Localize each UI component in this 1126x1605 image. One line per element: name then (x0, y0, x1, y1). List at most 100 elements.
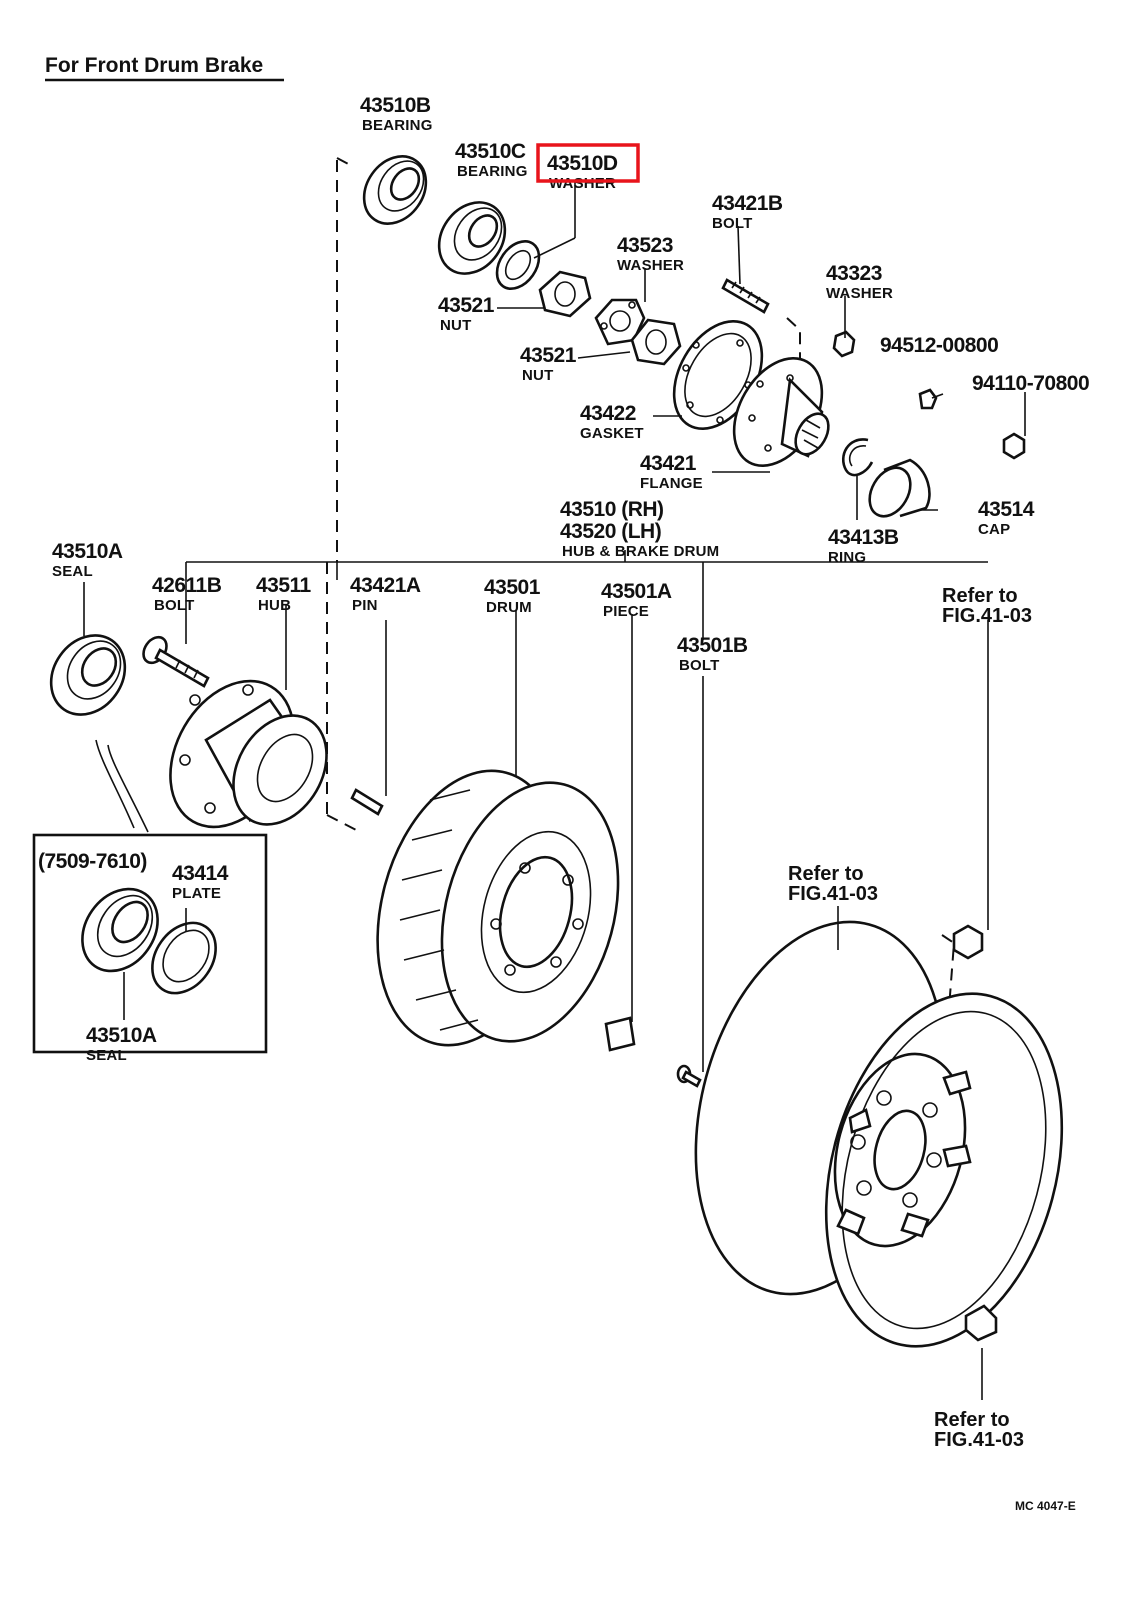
svg-text:43501B: 43501B (677, 634, 748, 657)
nut-94110-drawing (1002, 432, 1026, 460)
bearing-43510c-drawing (437, 201, 507, 275)
bolt-43421b-drawing (721, 278, 770, 314)
svg-text:FIG.41-03: FIG.41-03 (942, 605, 1032, 627)
hub-43511-drawing (169, 679, 328, 829)
callout-ref-fig-41-03-c[interactable]: Refer to FIG.41-03 (934, 1409, 1024, 1451)
axis-line (336, 157, 353, 167)
bolt-42611b-drawing (142, 635, 210, 688)
svg-text:43501A: 43501A (601, 580, 672, 603)
svg-text:43421A: 43421A (350, 574, 421, 597)
svg-text:(7509-7610): (7509-7610) (38, 850, 147, 873)
svg-text:PIECE: PIECE (603, 603, 649, 620)
svg-text:PLATE: PLATE (172, 885, 221, 902)
wheel-drawing (694, 920, 1064, 1348)
svg-text:43514: 43514 (978, 498, 1035, 521)
svg-text:BEARING: BEARING (362, 117, 433, 134)
svg-text:SEAL: SEAL (86, 1047, 127, 1064)
svg-text:GASKET: GASKET (580, 425, 644, 442)
seal-43510a-drawing (49, 634, 127, 716)
axis-line (786, 317, 801, 390)
callout-ref-fig-41-03-a[interactable]: Refer to FIG.41-03 (942, 585, 1032, 627)
svg-text:43521: 43521 (438, 294, 495, 317)
svg-text:NUT: NUT (440, 317, 471, 334)
svg-text:CAP: CAP (978, 521, 1010, 538)
valve-cap-drawing (964, 1304, 998, 1342)
callout-43510d[interactable]: 43510D WASHER (536, 143, 640, 192)
svg-text:94512-00800: 94512-00800 (880, 334, 998, 357)
callout-43422[interactable]: 43422 GASKET (580, 402, 644, 442)
callout-43521-lower[interactable]: 43521 NUT (520, 344, 577, 384)
svg-text:Refer to: Refer to (788, 863, 864, 885)
axis-line (941, 934, 956, 1101)
svg-text:43510 (RH): 43510 (RH) (560, 498, 664, 521)
pin-43421a-drawing (350, 788, 384, 816)
washer-43510d-drawing (495, 240, 541, 290)
callout-43510a[interactable]: 43510A SEAL (52, 540, 123, 580)
svg-text:WASHER: WASHER (617, 257, 684, 274)
callout-43413b[interactable]: 43413B RING (828, 526, 899, 566)
svg-text:43413B: 43413B (828, 526, 899, 549)
nut-43521-lower-drawing (630, 318, 682, 366)
piece-43501a-drawing (604, 1016, 636, 1052)
callout-43510b[interactable]: 43510B BEARING (360, 94, 433, 134)
svg-text:43422: 43422 (580, 402, 636, 425)
svg-text:43520 (LH): 43520 (LH) (560, 520, 661, 543)
callout-43421b[interactable]: 43421B BOLT (712, 192, 783, 232)
callout-43523[interactable]: 43523 WASHER (617, 234, 684, 274)
wheel-nut-drawing (952, 924, 984, 960)
axis-line (326, 814, 361, 833)
svg-text:HUB & BRAKE DRUM: HUB & BRAKE DRUM (562, 543, 719, 560)
washer-94512-drawing (918, 388, 938, 410)
diagram-code: MC 4047-E (1015, 1499, 1076, 1513)
cap-43514-drawing (868, 458, 931, 518)
callout-43510c[interactable]: 43510C BEARING (455, 140, 528, 180)
callout-94110-70800[interactable]: 94110-70800 (972, 372, 1090, 395)
svg-text:SEAL: SEAL (52, 563, 93, 580)
svg-text:Refer to: Refer to (934, 1409, 1010, 1431)
svg-text:PIN: PIN (352, 597, 378, 614)
callout-43421[interactable]: 43421 FLANGE (640, 452, 703, 492)
callout-assembly-43510[interactable]: 43510 (RH) 43520 (LH) HUB & BRAKE DRUM (560, 498, 719, 560)
callout-43414[interactable]: 43414 PLATE (172, 862, 229, 902)
callout-43514[interactable]: 43514 CAP (978, 498, 1035, 538)
callout-43521-upper[interactable]: 43521 NUT (438, 294, 495, 334)
svg-text:43421: 43421 (640, 452, 697, 475)
svg-text:42611B: 42611B (152, 574, 222, 597)
highlight-box (536, 143, 640, 183)
svg-text:BOLT: BOLT (154, 597, 195, 614)
bearing-43510b-drawing (362, 155, 428, 225)
svg-text:43511: 43511 (256, 574, 312, 597)
leader-lines (83, 180, 1026, 1400)
svg-text:94110-70800: 94110-70800 (972, 372, 1089, 395)
callout-43511[interactable]: 43511 HUB (256, 574, 312, 614)
svg-text:BOLT: BOLT (712, 215, 753, 232)
svg-text:43501: 43501 (484, 576, 541, 599)
svg-text:NUT: NUT (522, 367, 553, 384)
diagram-title: For Front Drum Brake (45, 54, 263, 77)
callout-43501a[interactable]: 43501A PIECE (601, 580, 672, 620)
svg-text:43510B: 43510B (360, 94, 431, 117)
drum-43501-drawing (376, 769, 620, 1047)
callout-43510a-inset[interactable]: 43510A SEAL (86, 1024, 157, 1064)
svg-text:43521: 43521 (520, 344, 577, 367)
callout-94512-00800[interactable]: 94512-00800 (880, 334, 999, 357)
svg-text:43421B: 43421B (712, 192, 783, 215)
svg-text:43510D: 43510D (547, 152, 618, 175)
callout-43421a[interactable]: 43421A PIN (350, 574, 421, 614)
washer-43323-drawing (832, 330, 856, 358)
svg-text:BOLT: BOLT (679, 657, 720, 674)
callout-42611b[interactable]: 42611B BOLT (152, 574, 222, 614)
callout-ref-fig-41-03-b[interactable]: Refer to FIG.41-03 (788, 863, 878, 905)
callout-43501[interactable]: 43501 DRUM (484, 576, 541, 616)
svg-text:RING: RING (828, 549, 866, 566)
svg-text:43523: 43523 (617, 234, 673, 257)
bolt-43501b-drawing (676, 1064, 702, 1088)
inset-box (32, 833, 268, 1054)
callout-43501b[interactable]: 43501B BOLT (677, 634, 748, 674)
svg-text:FIG.41-03: FIG.41-03 (788, 883, 878, 905)
callout-43323[interactable]: 43323 WASHER (826, 262, 893, 302)
svg-text:DRUM: DRUM (486, 599, 532, 616)
callout-inset-range: (7509-7610) (38, 850, 147, 873)
